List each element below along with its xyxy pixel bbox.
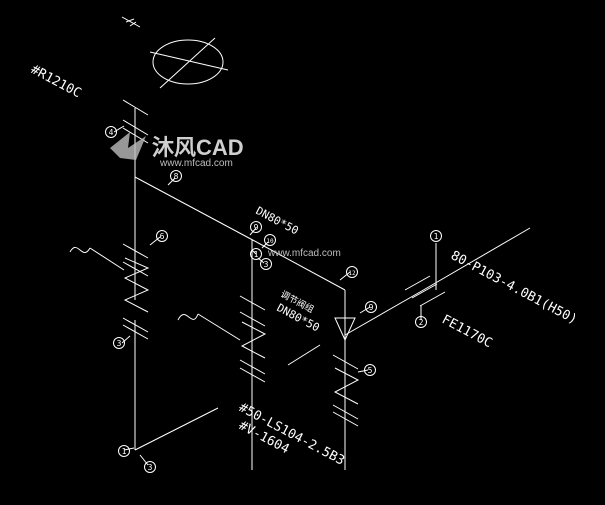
watermark-brand: 沐风CAD bbox=[152, 135, 244, 160]
watermark: 沐风CAD www.mfcad.com www.mfcad.com bbox=[110, 132, 341, 259]
balloon-circle bbox=[113, 337, 125, 349]
watermark-url: www.mfcad.com bbox=[159, 158, 233, 169]
item-balloon: 5 bbox=[364, 364, 376, 376]
item-balloon: 4 bbox=[105, 126, 117, 138]
balloon-circle bbox=[430, 230, 442, 242]
compass-cross bbox=[149, 37, 229, 89]
balloon-circle bbox=[105, 126, 117, 138]
item-balloon: 1 bbox=[250, 248, 262, 260]
balloon-number: 3 bbox=[148, 463, 153, 472]
balloon-number: 9 bbox=[369, 303, 374, 312]
balloon-circle bbox=[365, 301, 377, 313]
north-arrow-icon bbox=[121, 16, 141, 28]
balloon-number: 1 bbox=[122, 447, 127, 456]
right-valve-symbol bbox=[332, 354, 360, 427]
balloon-circle bbox=[415, 316, 427, 328]
item-balloon: 1 bbox=[118, 445, 130, 457]
item-balloon: 3 bbox=[260, 258, 272, 270]
item-balloon: 6 bbox=[156, 230, 168, 242]
pipe-lines bbox=[69, 16, 531, 470]
balloon-number: 5 bbox=[368, 366, 373, 375]
balloon-number: 6 bbox=[160, 232, 165, 241]
item-balloon: 1 bbox=[430, 230, 442, 242]
balloon-number: 3 bbox=[117, 339, 122, 348]
balloon-number: 1 bbox=[434, 232, 439, 241]
left-valve-symbol bbox=[122, 243, 150, 340]
center-valve-symbol bbox=[239, 295, 267, 383]
header-to-control-valve bbox=[261, 244, 346, 291]
balloon-number: 12 bbox=[348, 270, 356, 277]
balloon-circle bbox=[156, 230, 168, 242]
control-valve-icon bbox=[334, 317, 356, 355]
balloon-number: 4 bbox=[109, 128, 114, 137]
balloon-circle bbox=[364, 364, 376, 376]
balloon-circle bbox=[250, 221, 262, 233]
balloon-number: 1 bbox=[254, 250, 259, 259]
balloon-circle bbox=[144, 461, 156, 473]
item-balloon: 9 bbox=[250, 221, 262, 233]
balloon-circle bbox=[264, 234, 276, 246]
balloon-number: 10 bbox=[266, 238, 274, 245]
item-balloon: 3 bbox=[113, 337, 125, 349]
item-balloon: 8 bbox=[170, 170, 182, 182]
balloon-circle bbox=[346, 266, 358, 278]
balloon-number: 3 bbox=[264, 260, 269, 269]
balloon-number: 9 bbox=[254, 223, 259, 232]
balloon-circle bbox=[118, 445, 130, 457]
center-handwheel-icon bbox=[177, 313, 241, 341]
outlet-pipe bbox=[344, 227, 531, 336]
watermark-logo-icon bbox=[110, 132, 146, 160]
balloon-circle bbox=[260, 258, 272, 270]
item-balloon: 9 bbox=[365, 301, 377, 313]
watermark-url-center: www.mfcad.com bbox=[267, 248, 341, 259]
item-balloon: 12 bbox=[346, 266, 358, 278]
compass-ellipse-icon bbox=[152, 39, 224, 85]
item-balloon: 2 bbox=[415, 316, 427, 328]
balloon-number: 2 bbox=[419, 318, 424, 327]
flow-element-flanges bbox=[404, 275, 446, 307]
balloon-circle bbox=[170, 170, 182, 182]
left-handwheel-icon bbox=[69, 246, 125, 271]
control-valve-leader bbox=[287, 344, 321, 366]
balloon-circle bbox=[250, 248, 262, 260]
item-balloon: 3 bbox=[144, 461, 156, 473]
item-balloon: 10 bbox=[264, 234, 276, 246]
left-bottom-pipe bbox=[134, 320, 219, 451]
main-header-pipe bbox=[134, 176, 263, 246]
balloon-number: 8 bbox=[174, 172, 179, 181]
